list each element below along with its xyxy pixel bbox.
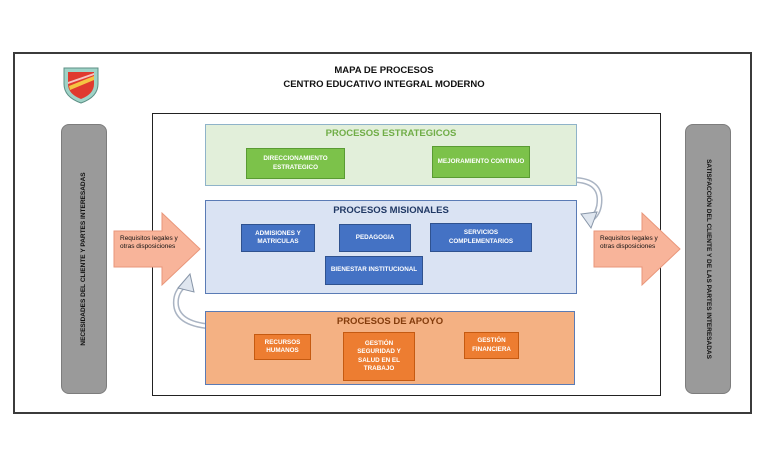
apoyo-title: PROCESOS DE APOYO [336,316,444,327]
estrategicos-title: PROCESOS ESTRATEGICOS [325,128,457,139]
left-sidebar-label: NECESIDADES DEL CLIENTE Y PARTES INTERES… [80,172,88,346]
right-sidebar: SATISFACCIÓN DEL CLIENTE Y DE LAS PARTES… [685,124,731,394]
direccionamiento-box: DIRECCIONAMIENTO ESTRATEGICO [246,148,345,179]
input-arrow [113,211,201,287]
left-sidebar: NECESIDADES DEL CLIENTE Y PARTES INTERES… [61,124,107,394]
output-arrow [593,211,681,287]
admisiones-box: ADMISIONES Y MATRICULAS [241,224,315,252]
misionales-title: PROCESOS MISIONALES [333,205,449,216]
mejoramiento-box: MEJORAMIENTO CONTINUO [432,146,530,178]
sst-box: GESTIÓN SEGURIDAD Y SALUD EN EL TRABAJO [343,332,415,381]
school-shield-logo [63,67,99,104]
pedagogia-box: PEDAGOGIA [339,224,411,252]
input-arrow-label: Requisitos legales y otras disposiciones [120,235,178,251]
curved-arrow-up-icon [172,272,207,329]
servicios-box: SERVICIOS COMPLEMENTARIOS [430,223,532,252]
page-title: MAPA DE PROCESOS [334,65,434,76]
bienestar-box: BIENESTAR INSTITUCIONAL [325,256,423,285]
gestion-financiera-box: GESTIÓN FINANCIERA [464,332,519,359]
right-sidebar-label: SATISFACCIÓN DEL CLIENTE Y DE LAS PARTES… [704,159,712,359]
page-subtitle: CENTRO EDUCATIVO INTEGRAL MODERNO [283,79,485,90]
output-arrow-label: Requisitos legales y otras disposiciones [600,235,658,251]
recursos-humanos-box: RECURSOS HUMANOS [254,334,311,360]
curved-arrow-down-icon [576,177,603,230]
